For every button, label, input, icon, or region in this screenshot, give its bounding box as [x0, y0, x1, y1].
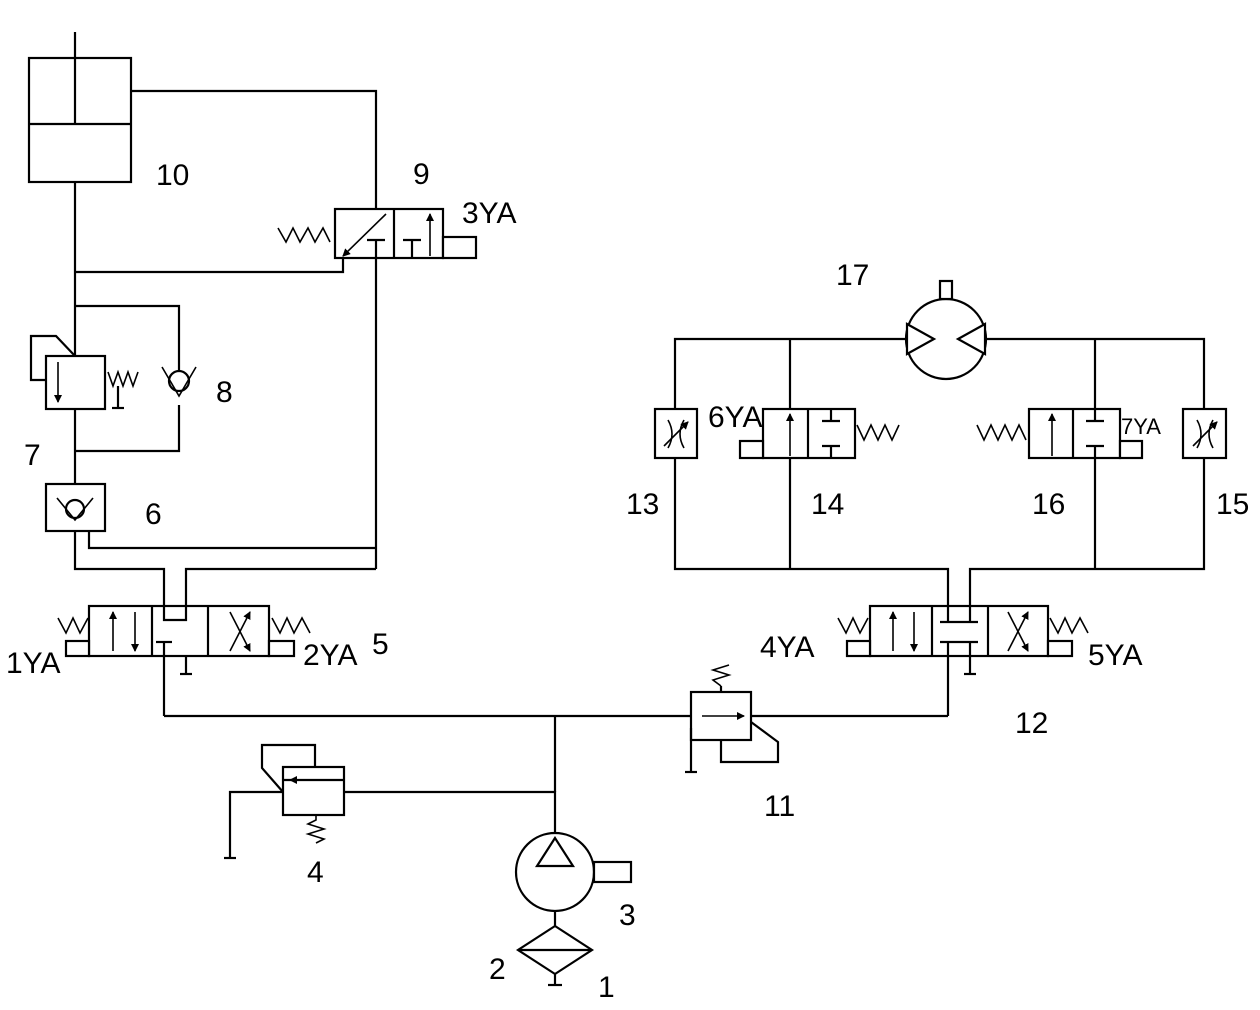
oil-filter — [515, 910, 595, 987]
label-2: 2 — [489, 953, 506, 986]
label-4ya: 4YA — [760, 631, 814, 664]
hydraulic-cylinder — [27, 32, 133, 184]
label-15: 15 — [1216, 488, 1249, 521]
solenoid-valve-16 — [976, 407, 1144, 460]
label-3: 3 — [619, 899, 636, 932]
label-11: 11 — [764, 790, 795, 823]
pressure-valve-7 — [29, 334, 139, 411]
label-8: 8 — [216, 376, 233, 409]
label-1: 1 — [598, 971, 615, 1004]
pressure-reducing-valve — [685, 664, 780, 774]
pipelines — [73, 89, 1206, 875]
label-7ya: 7YA — [1121, 414, 1161, 439]
check-valve-boxed — [44, 482, 107, 533]
label-9: 9 — [413, 158, 430, 191]
component-labels: 1 2 3 4 5 6 7 8 9 10 11 12 13 14 15 16 1… — [6, 158, 1249, 1004]
throttle-valve-15 — [1181, 407, 1228, 460]
check-valve-8 — [161, 366, 197, 398]
label-16: 16 — [1032, 488, 1065, 521]
label-5ya: 5YA — [1088, 639, 1142, 672]
directional-valve-right — [837, 604, 1089, 676]
label-2ya: 2YA — [303, 639, 357, 672]
relief-valve — [260, 743, 346, 844]
label-12: 12 — [1015, 707, 1048, 740]
label-14: 14 — [811, 488, 844, 521]
label-10: 10 — [156, 159, 189, 192]
directional-valve-left — [57, 604, 311, 676]
solenoid-valve-9 — [277, 207, 478, 260]
hydraulic-pump — [514, 831, 633, 913]
label-6ya: 6YA — [708, 401, 762, 434]
label-3ya: 3YA — [462, 197, 516, 230]
label-4: 4 — [307, 856, 324, 889]
label-1ya: 1YA — [6, 647, 60, 680]
throttle-valve-13 — [653, 407, 699, 460]
solenoid-valve-14 — [738, 407, 900, 460]
label-5: 5 — [372, 628, 389, 661]
label-17: 17 — [836, 259, 869, 292]
label-13: 13 — [626, 488, 659, 521]
label-7: 7 — [24, 439, 41, 472]
label-6: 6 — [145, 498, 162, 531]
hydraulic-motor — [904, 279, 988, 381]
